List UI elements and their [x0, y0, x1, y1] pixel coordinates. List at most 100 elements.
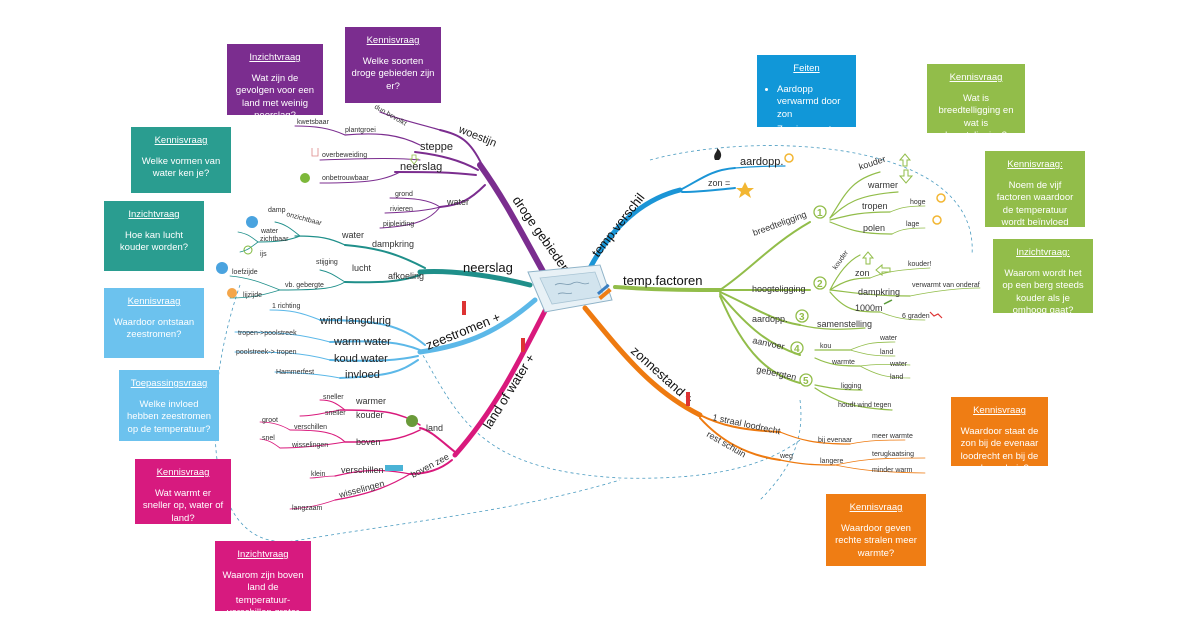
card-text: Welke vormen van water ken je? — [141, 155, 221, 180]
node-kou: kou — [820, 343, 831, 350]
node-hoogteligging: hoogteligging — [752, 284, 806, 294]
arrow-up-icon — [898, 153, 912, 167]
node-water-neerslag: water — [341, 230, 364, 240]
node-land-kou: land — [880, 349, 893, 356]
number-1: 1 — [817, 208, 823, 219]
node-warmer-land: warmer — [355, 396, 386, 406]
center-label: temp.factoren — [623, 273, 703, 288]
tempverschil-labels: temp.verschil aardopp. zon = — [589, 148, 794, 260]
node-weg: weg — [779, 453, 793, 460]
branch-label-neerslag: neerslag — [463, 260, 513, 275]
number-5: 5 — [803, 376, 809, 387]
question-card: Kennisvraag: Noem de vijf factoren waard… — [985, 151, 1085, 228]
node-warm-water: warm water — [333, 336, 391, 348]
question-card: Kennisvraag Welke soorten droge gebieden… — [345, 27, 441, 103]
card-title: Kennisvraag — [849, 502, 903, 513]
node-lucht: lucht — [352, 263, 372, 273]
node-plantgroei: plantgroei — [345, 127, 376, 134]
node-boven: boven — [356, 437, 381, 447]
node-1-richting: 1 richting — [272, 303, 301, 310]
fire-icon — [714, 148, 722, 160]
node-invloed: invloed — [345, 369, 380, 381]
dashed-connector — [214, 284, 621, 543]
number-badge — [790, 341, 804, 355]
card-title: Inzichtvraag: — [1016, 247, 1070, 258]
node-aanvoer: aanvoer — [752, 335, 786, 352]
question-card: Toepassingsvraag Welke invloed hebben ze… — [119, 370, 219, 441]
node-zichtbaar: zichtbaar — [260, 236, 289, 243]
number-2: 2 — [817, 279, 823, 290]
arrow-left-icon — [875, 263, 891, 277]
sun-cloud-icon — [227, 288, 237, 298]
node-kouder-land: kouder — [356, 410, 384, 420]
node-onzichtbaar: onzichtbaar — [285, 211, 322, 227]
card-title: Inzichtvraag — [128, 209, 180, 220]
number-badge — [813, 276, 827, 290]
card-title: Toepassingsvraag — [130, 378, 208, 389]
node-tropen-poolstreek: tropen->poolstreek — [238, 330, 297, 337]
node-breedteligging: breedteligging — [751, 209, 808, 238]
node-houdt-wind-tegen: houdt wind tegen — [838, 402, 891, 409]
question-card: Kennisvraag Waardoor ontstaan zeestromen… — [104, 288, 204, 358]
node-land: land — [426, 423, 443, 433]
node-snel: snel — [262, 435, 275, 442]
rain-cloud-icon — [246, 216, 258, 228]
branch-droge-gebieden — [294, 111, 548, 278]
branch-label-land-of-water: land of water + — [480, 351, 538, 432]
card-title: Kennisvraag — [973, 405, 1026, 416]
node-gebergten: gebergten — [756, 364, 798, 382]
question-card: Kennisvraag Wat is breedtelligging en wa… — [927, 64, 1025, 141]
node-steppe: steppe — [420, 141, 453, 153]
node-water-kou: water — [879, 335, 898, 342]
vegetables-icon — [406, 415, 418, 427]
card-title: Feiten — [793, 63, 820, 74]
star-icon — [736, 182, 754, 198]
thermometer-icon — [686, 392, 690, 406]
node-verschillen: verschillen — [294, 424, 327, 431]
node-6-graden: 6 graden — [902, 313, 930, 320]
card-title: Kennisvraag: — [1007, 159, 1063, 170]
card-text: Welke soorten droge gebieden zijn er? — [351, 55, 435, 92]
node-verschillen-zee: verschillen — [341, 465, 384, 475]
rain-cloud-icon — [216, 262, 228, 274]
number-3: 3 — [799, 312, 805, 323]
node-grond: grond — [395, 191, 413, 198]
node-water-zichtbaar: water — [260, 228, 279, 235]
sun-icon — [936, 193, 946, 203]
node-ligging: ligging — [841, 383, 861, 390]
node-langzaam: langzaam — [292, 505, 323, 512]
node-pijpleiding: pijpleiding — [383, 221, 414, 228]
card-title: Inzichtvraag — [249, 52, 301, 63]
card-title: Kennisvraag — [156, 467, 210, 478]
node-zon-hoogte: zon — [855, 268, 870, 278]
branch-neerslag — [229, 221, 533, 299]
node-sneller-1: sneller — [323, 394, 344, 401]
node-polen: polen — [863, 223, 885, 233]
question-card: Kennisvraag Welke vormen van water ken j… — [131, 127, 231, 193]
sun-icon — [784, 153, 794, 163]
question-card: Inzichtvraag: Waarom wordt het op een be… — [993, 239, 1093, 316]
node-dampkring-hoogte: dampkring — [858, 287, 900, 297]
node-onbetrouwbaar: onbetrouwbaar — [322, 175, 369, 182]
node-water-warmte: water — [889, 361, 908, 368]
node-poolstreek-tropen: poolstreek-> tropen — [236, 349, 297, 356]
node-klein: klein — [311, 471, 326, 478]
hand-icon — [311, 148, 319, 157]
node-overbeweiding: overbeweiding — [322, 152, 367, 159]
node-rivieren: rivieren — [390, 206, 413, 213]
node-stijging: stijging — [316, 259, 338, 266]
node-koud-water: koud water — [334, 353, 388, 365]
node-kouder-hoogte: kouder — [832, 249, 850, 271]
node-neerslag-droge: neerslag — [400, 161, 442, 173]
node-verwarmt-van-onderaf: verwarmt van onderaf — [912, 282, 980, 289]
node-loefzijde: loefzijde — [232, 269, 258, 276]
node-hoge: hoge — [910, 199, 926, 206]
neerslag-labels: neerslag dampkring water onzichtbaar dam… — [216, 207, 513, 299]
branch-land-of-water — [259, 302, 551, 510]
central-image — [527, 264, 613, 313]
node-bij-evenaar: bij evenaar — [818, 437, 853, 444]
card-title: Kennisvraag — [127, 296, 181, 307]
node-rest-schuin: rest schuin — [705, 429, 748, 459]
branch-label-temp-verschil: temp.verschil — [589, 190, 648, 260]
